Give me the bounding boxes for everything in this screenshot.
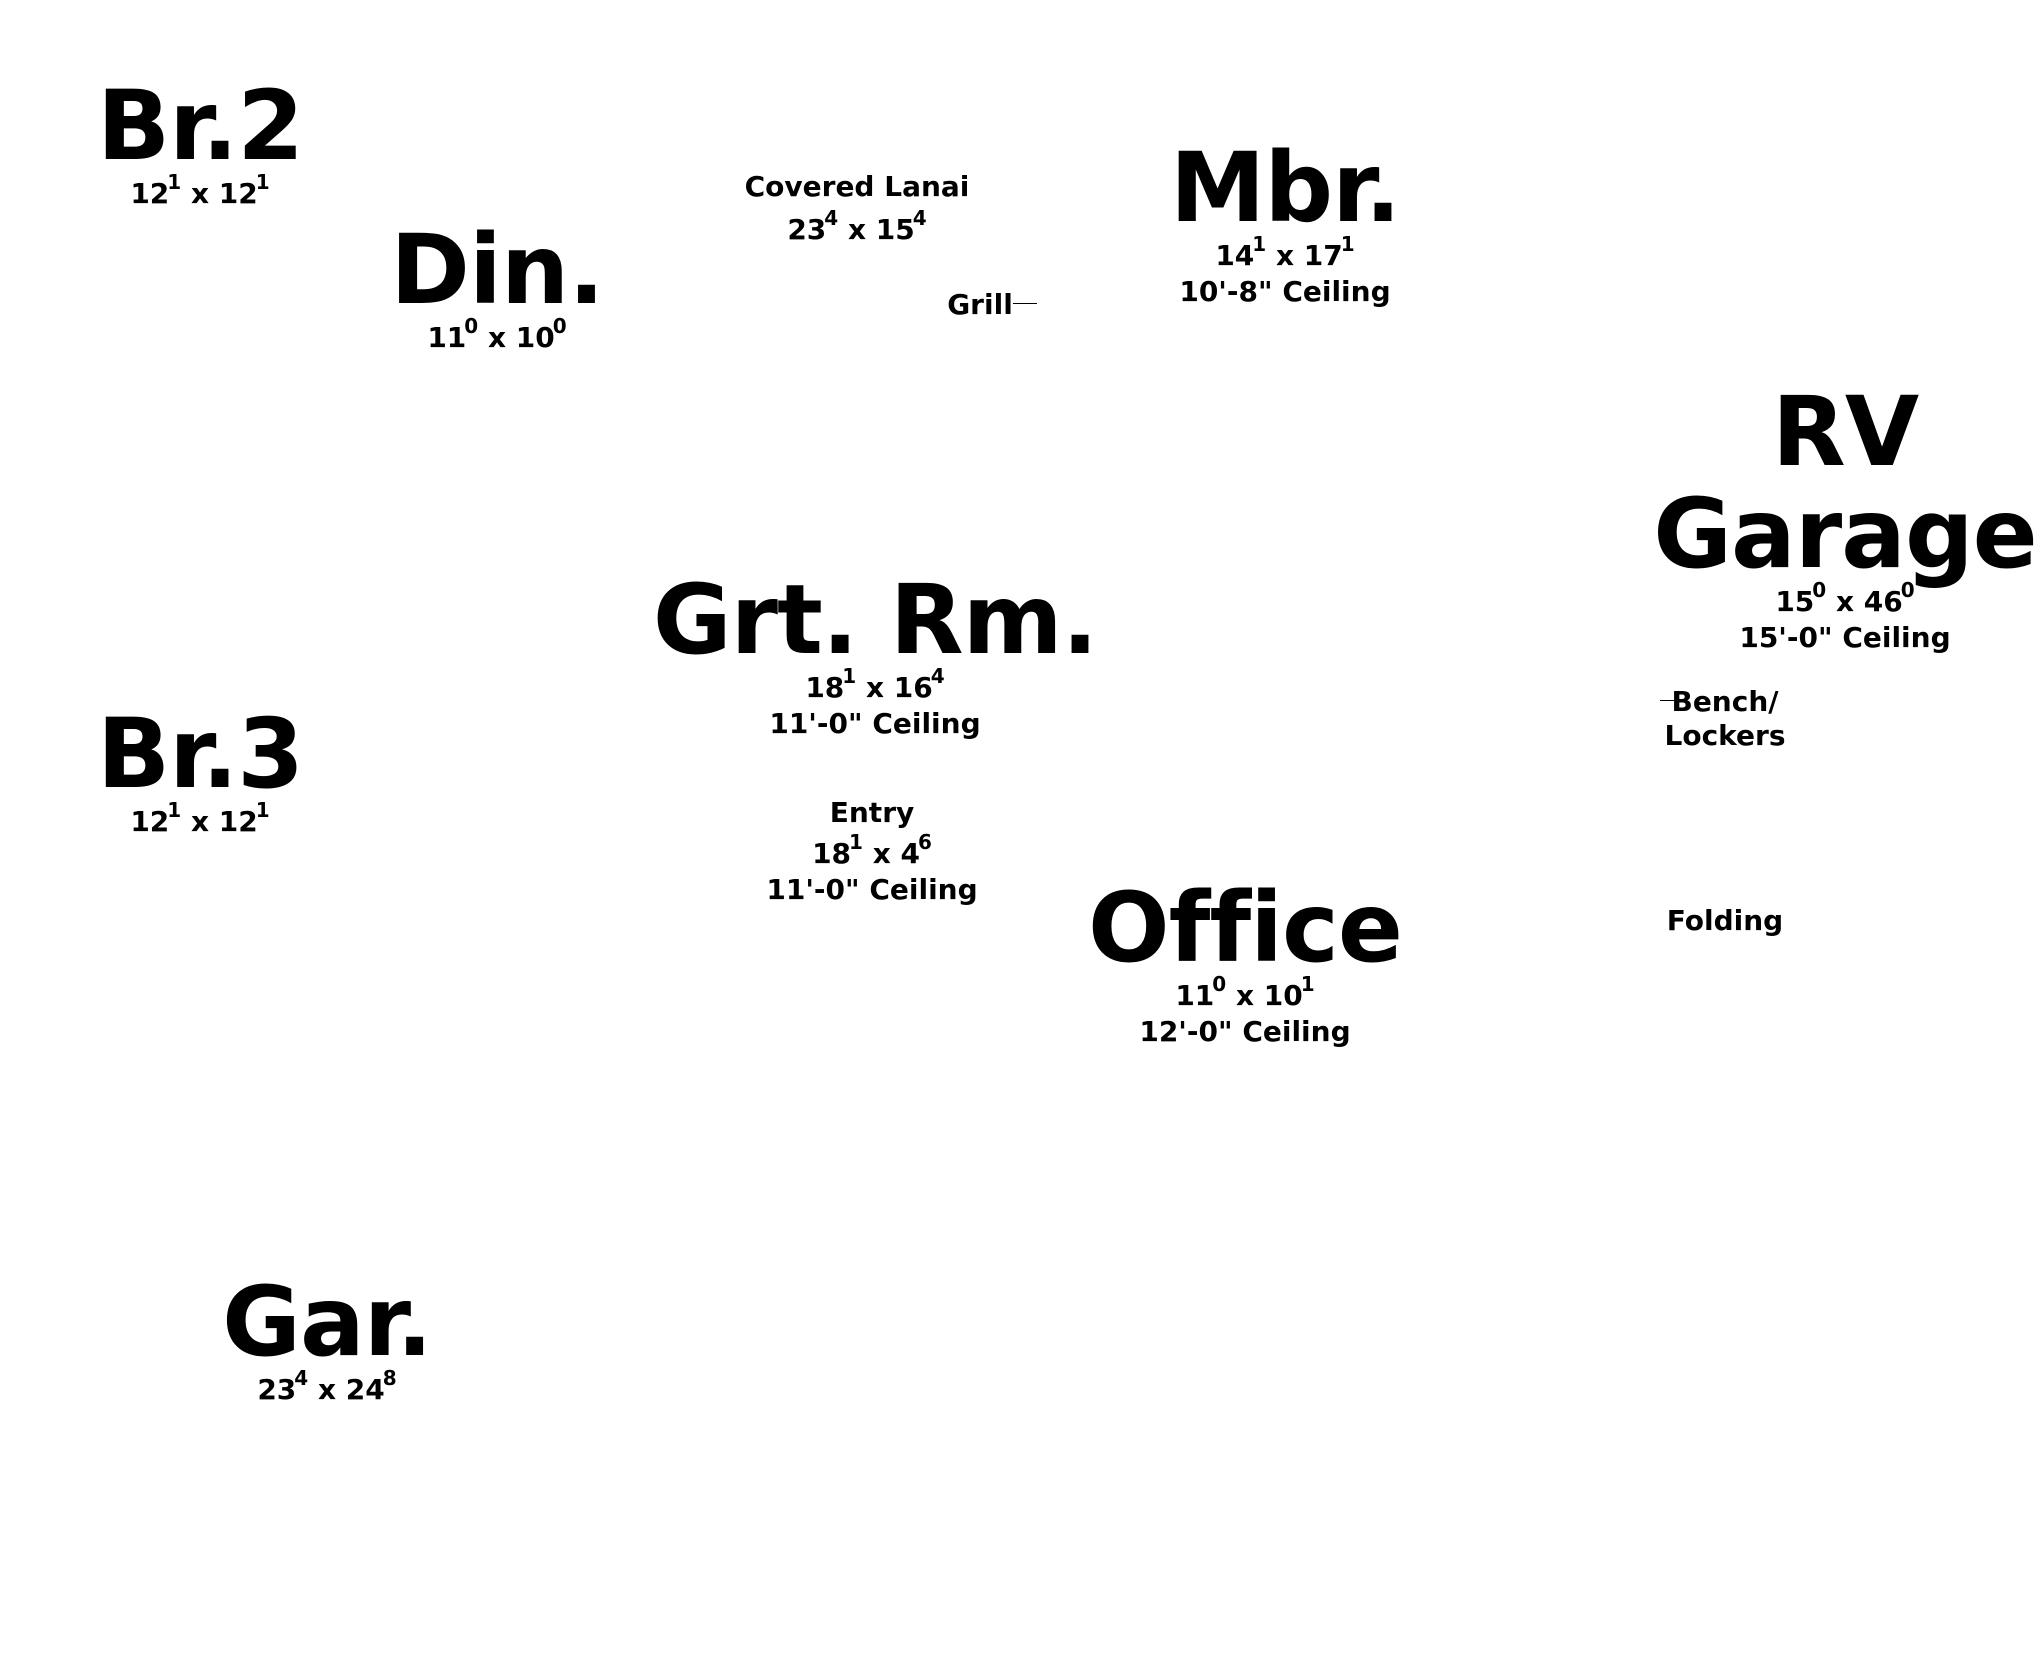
room-dimensions: 141 x 171	[1215, 232, 1355, 272]
leader-line	[1660, 700, 1674, 701]
label-line1: Bench/	[1671, 685, 1779, 718]
room-name-line2: Garage	[1653, 478, 2038, 590]
room-dimensions: 121 x 121	[130, 170, 270, 210]
room-name: Covered Lanai	[744, 170, 970, 203]
room-label-br3: Br.3 121 x 121	[96, 698, 304, 838]
ceiling-height: 12'-0" Ceiling	[1139, 1015, 1351, 1048]
ceiling-height: 10'-8" Ceiling	[1179, 275, 1391, 308]
room-name: Mbr.	[1169, 132, 1401, 244]
ceiling-height: 11'-0" Ceiling	[766, 872, 978, 906]
room-name: Grt. Rm.	[652, 564, 1098, 676]
room-name-line1: RV	[1771, 376, 1919, 488]
room-dimensions: 150 x 460	[1775, 578, 1915, 618]
room-name: Br.3	[96, 698, 304, 810]
room-label-folding: Folding	[1667, 904, 1783, 938]
room-label-din: Din. 110 x 100	[390, 214, 604, 354]
room-label-covered-lanai: Covered Lanai 234 x 154	[745, 170, 970, 244]
room-name: Grill	[947, 288, 1013, 321]
room-dimensions: 234 x 248	[257, 1366, 397, 1406]
room-label-garage: Gar. 234 x 248	[222, 1266, 433, 1406]
room-dimensions: 181 x 164	[805, 664, 945, 704]
room-name: Br.2	[96, 70, 304, 182]
room-name: Entry	[829, 796, 915, 829]
room-dimensions: 181 x 46	[812, 829, 932, 870]
ceiling-height: 11'-0" Ceiling	[769, 707, 981, 740]
room-label-entry: Entry 181 x 46 11'-0" Ceiling	[766, 796, 977, 904]
room-label-mbr: Mbr. 141 x 171 10'-8" Ceiling	[1169, 132, 1401, 308]
room-dimensions: 110 x 100	[427, 314, 567, 354]
room-dimensions: 110 x 101	[1175, 972, 1315, 1012]
room-name: Gar.	[222, 1266, 433, 1378]
room-name: Folding	[1666, 904, 1784, 937]
room-label-br2: Br.2 121 x 121	[96, 70, 304, 210]
leader-line	[1013, 303, 1037, 304]
room-label-bench-lockers: Bench/ Lockers	[1664, 685, 1785, 752]
label-line2: Lockers	[1664, 718, 1786, 752]
room-label-rv-garage: RV Garage 150 x 460 15'-0" Ceiling	[1653, 376, 2038, 654]
room-name: Din.	[390, 214, 604, 326]
room-name: Office	[1087, 872, 1403, 984]
room-dimensions: 234 x 154	[787, 205, 927, 246]
room-label-great-room: Grt. Rm. 181 x 164 11'-0" Ceiling	[652, 564, 1098, 740]
room-label-office: Office 110 x 101 12'-0" Ceiling	[1087, 872, 1403, 1048]
ceiling-height: 15'-0" Ceiling	[1739, 621, 1951, 654]
room-dimensions: 121 x 121	[130, 798, 270, 838]
room-label-grill: Grill	[947, 288, 1013, 322]
